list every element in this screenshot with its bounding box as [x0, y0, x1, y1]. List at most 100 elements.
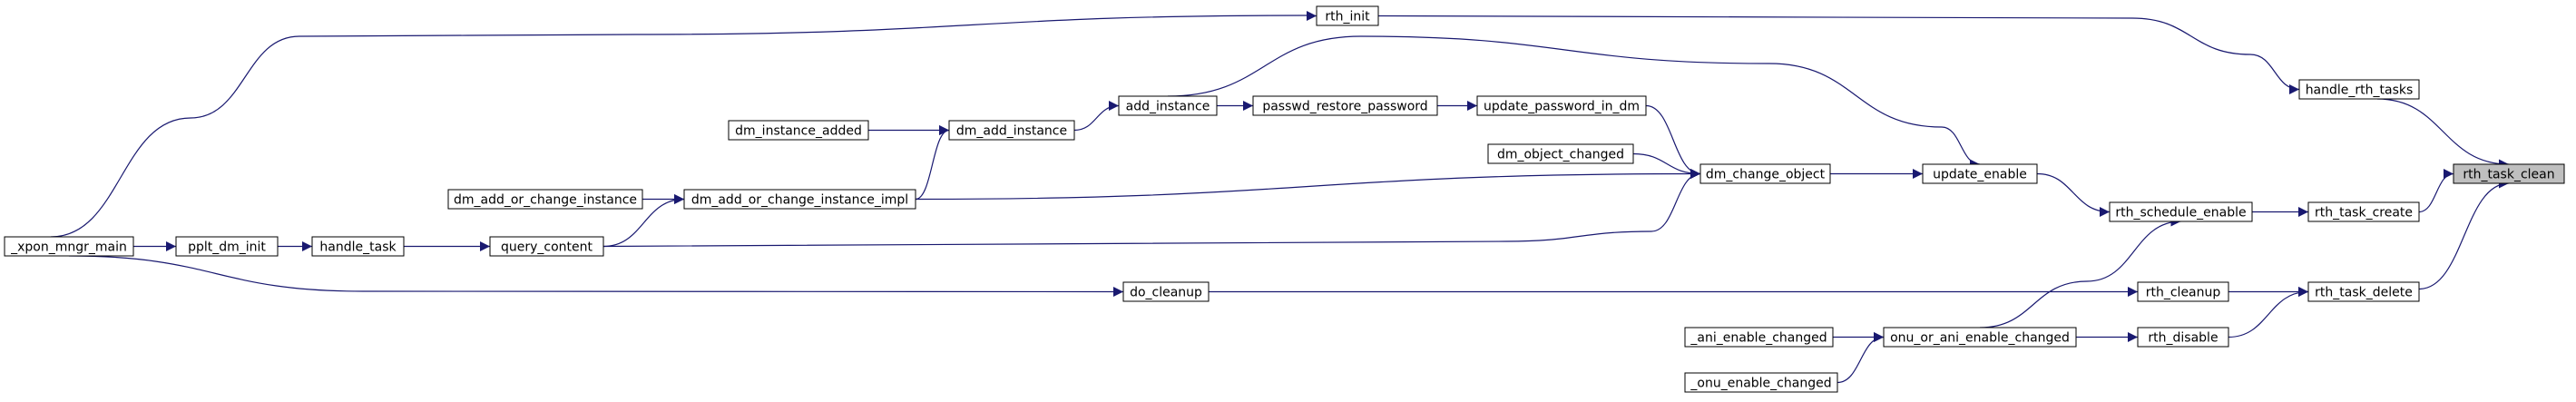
- node-rth-cleanup[interactable]: rth_cleanup: [2137, 281, 2229, 302]
- edge-path: [915, 125, 950, 201]
- edge-path: [2418, 178, 2510, 290]
- node-label: rth_init: [1325, 10, 1370, 25]
- edge-path: [1632, 152, 1701, 179]
- edge-rth_init-to-handle_rth_tasks: [1377, 15, 2300, 94]
- node-update-password-in-dm[interactable]: update_password_in_dm: [1476, 95, 1647, 116]
- edge-onu_or_ani_enable_changed-to-rth_schedule_enable: [1979, 216, 2181, 328]
- node-dm-add-or-change-instance[interactable]: dm_add_or_change_instance: [447, 189, 643, 210]
- node-query-content[interactable]: query_content: [489, 236, 604, 257]
- edge-dm_object_changed-to-dm_change_object: [1632, 152, 1701, 179]
- node-add-instance[interactable]: add_instance: [1118, 95, 1218, 116]
- node-rth-disable[interactable]: rth_disable: [2137, 327, 2229, 348]
- edge-add_instance-to-update_enable: [1167, 35, 1981, 170]
- node-box: [4, 236, 134, 257]
- node-rth-task-delete[interactable]: rth_task_delete: [2307, 281, 2420, 302]
- node-label: rth_task_delete: [2315, 286, 2413, 300]
- node-box: [447, 189, 643, 210]
- node-label: onu_or_ani_enable_changed: [1890, 331, 2070, 346]
- node-box: [311, 236, 405, 257]
- edge-path: [602, 169, 1701, 248]
- node-label: dm_instance_added: [735, 124, 862, 139]
- edge-xpon_mngr_main-to-do_cleanup: [68, 255, 1124, 297]
- edge-path: [915, 169, 1701, 201]
- node-label: rth_disable: [2148, 331, 2218, 346]
- node-box: [683, 189, 916, 210]
- node-label: dm_object_changed: [1497, 148, 1624, 162]
- edge-path: [2376, 98, 2510, 170]
- edge-onu_enable_changed-to-onu_or_ani_enable_changed: [1837, 332, 1885, 384]
- edge-update_password_in_dm-to-dm_change_object: [1645, 104, 1701, 179]
- edge-xpon_mngr_main-to-rth_init: [50, 10, 1317, 238]
- node-passwd-restore-password[interactable]: passwd_restore_password: [1252, 95, 1438, 116]
- node-box: [1684, 327, 1834, 348]
- node-label: rth_schedule_enable: [2115, 206, 2246, 221]
- node-box: [2298, 79, 2420, 100]
- node-box: [2307, 201, 2420, 222]
- edge-rth_disable-to-rth_task_delete: [2228, 287, 2309, 338]
- node-rth-task-clean[interactable]: rth_task_clean: [2453, 163, 2565, 184]
- node-box: [948, 120, 1075, 141]
- edge-query_content-to-dm_change_object: [602, 169, 1701, 248]
- node-dm-add-instance[interactable]: dm_add_instance: [948, 120, 1075, 141]
- node-label: update_enable: [1933, 168, 2027, 182]
- node-label: dm_add_instance: [956, 124, 1067, 139]
- edge-dm_add_or_change_instance_impl-to-dm_change_object: [915, 169, 1701, 201]
- node-box: [2307, 281, 2420, 302]
- node-rth-init[interactable]: rth_init: [1316, 5, 1379, 26]
- node-onu-or-ani-enable-changed[interactable]: onu_or_ani_enable_changed: [1883, 327, 2077, 348]
- node-onu-enable-changed[interactable]: _onu_enable_changed: [1684, 372, 1838, 393]
- node-label: rth_task_clean: [2463, 168, 2554, 182]
- node-box: [1699, 163, 1831, 184]
- node-label: pplt_dm_init: [188, 240, 266, 255]
- node-label: _ani_enable_changed: [1690, 331, 1827, 346]
- node-box: [1476, 95, 1647, 116]
- edge-dm_add_instance-to-add_instance: [1073, 101, 1120, 132]
- node-label: add_instance: [1126, 100, 1210, 114]
- node-label: rth_cleanup: [2146, 286, 2221, 300]
- edge-path: [1377, 15, 2300, 94]
- node-handle-rth-tasks[interactable]: handle_rth_tasks: [2298, 79, 2420, 100]
- node-label: query_content: [501, 240, 593, 255]
- node-box: [2453, 163, 2565, 184]
- edge-path: [602, 194, 685, 248]
- node-handle-task[interactable]: handle_task: [311, 236, 405, 257]
- node-label: do_cleanup: [1130, 286, 1202, 300]
- edge-update_enable-to-rth_schedule_enable: [2036, 172, 2111, 217]
- edge-handle_rth_tasks-to-rth_task_clean: [2376, 98, 2510, 170]
- node-label: dm_change_object: [1706, 168, 1826, 182]
- node-box: [1487, 143, 1634, 164]
- node-xpon-mngr-main[interactable]: _xpon_mngr_main: [4, 236, 134, 257]
- node-layer: rth_task_clean handle_rth_tasks rth_init _x…: [4, 5, 2565, 393]
- node-box: [175, 236, 279, 257]
- edge-path: [1979, 216, 2181, 328]
- node-box: [2137, 327, 2229, 348]
- node-dm-add-or-change-instance-impl[interactable]: dm_add_or_change_instance_impl: [683, 189, 916, 210]
- node-dm-instance-added[interactable]: dm_instance_added: [728, 120, 869, 141]
- node-label: dm_add_or_change_instance: [454, 193, 637, 208]
- node-label: _xpon_mngr_main: [10, 240, 127, 255]
- edge-path: [1167, 35, 1981, 170]
- node-box: [2137, 281, 2229, 302]
- node-update-enable[interactable]: update_enable: [1922, 163, 2038, 184]
- node-dm-change-object[interactable]: dm_change_object: [1699, 163, 1831, 184]
- node-dm-object-changed[interactable]: dm_object_changed: [1487, 143, 1634, 164]
- node-box: [1122, 281, 1210, 302]
- edge-rth_task_create-to-rth_task_clean: [2418, 169, 2454, 213]
- node-pplt-dm-init[interactable]: pplt_dm_init: [175, 236, 279, 257]
- node-do-cleanup[interactable]: do_cleanup: [1122, 281, 1210, 302]
- edge-path: [50, 10, 1317, 238]
- node-rth-schedule-enable[interactable]: rth_schedule_enable: [2109, 201, 2253, 222]
- node-label: _onu_enable_changed: [1690, 377, 1831, 391]
- node-label: update_password_in_dm: [1484, 100, 1640, 114]
- edge-rth_task_delete-to-rth_task_clean: [2418, 178, 2510, 290]
- edge-path: [1837, 332, 1885, 384]
- edge-path: [2228, 287, 2309, 338]
- node-box: [1684, 372, 1838, 393]
- node-box: [1118, 95, 1218, 116]
- node-label: passwd_restore_password: [1262, 100, 1427, 114]
- node-rth-task-create[interactable]: rth_task_create: [2307, 201, 2420, 222]
- node-box: [728, 120, 869, 141]
- node-label: dm_add_or_change_instance_impl: [691, 193, 908, 208]
- node-ani-enable-changed[interactable]: _ani_enable_changed: [1684, 327, 1834, 348]
